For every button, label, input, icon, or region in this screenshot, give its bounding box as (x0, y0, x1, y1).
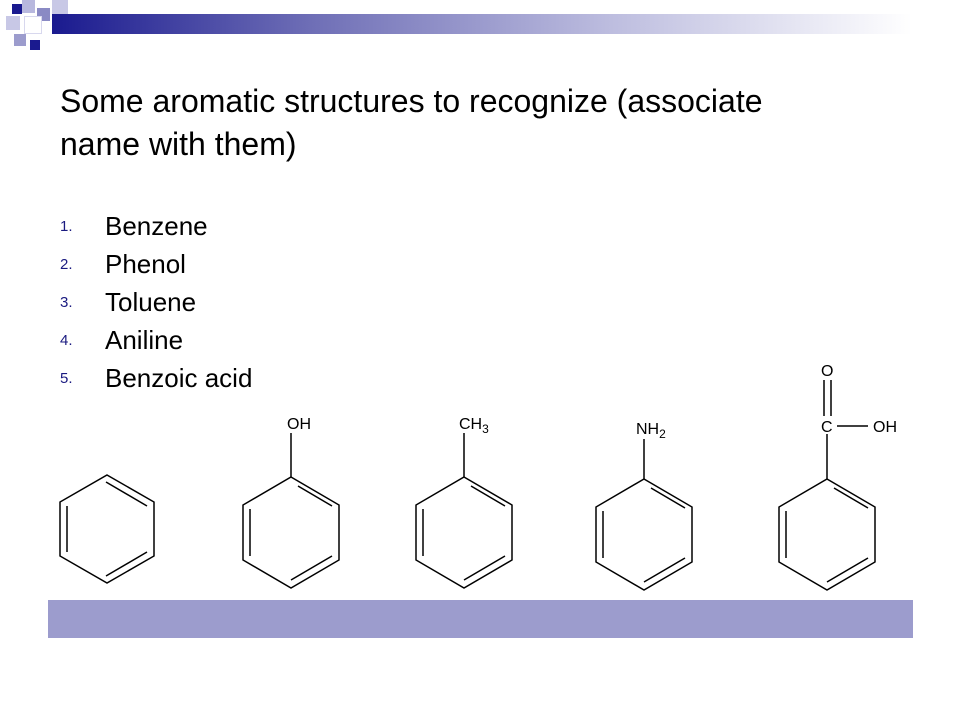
deco-square (24, 16, 42, 34)
list-item-number: 3. (60, 293, 73, 311)
header-gradient-bar (52, 14, 912, 34)
list-item: 3. Toluene (60, 283, 252, 321)
deco-square (30, 40, 40, 50)
double-bond-line (290, 555, 333, 581)
list-item: 1. Benzene (60, 207, 252, 245)
slide-title: Some aromatic structures to recognize (a… (60, 80, 920, 166)
aniline-group-base: NH (636, 421, 659, 438)
list-item-name: Benzoic acid (105, 362, 253, 393)
benzoic-acid-ring (778, 478, 876, 591)
title-line-2: name with them) (60, 126, 297, 162)
toluene-group-subscript: 3 (482, 422, 489, 436)
acid-oxygen-label: O (821, 363, 833, 380)
list-item-number: 5. (60, 369, 73, 387)
benzene-structure (59, 474, 155, 584)
phenol-group-label: OH (287, 416, 311, 433)
footer-bar (48, 600, 913, 638)
double-bond-line (650, 487, 686, 509)
toluene-group-base: CH (459, 416, 482, 433)
list-item: 5. Benzoic acid (60, 359, 252, 397)
phenol-structure (242, 433, 340, 589)
list-item-name: Benzene (105, 210, 208, 241)
list-item-number: 4. (60, 331, 73, 349)
double-bond-line (105, 551, 148, 577)
deco-square (14, 34, 26, 46)
phenol-ring (242, 476, 340, 589)
list-item-number: 2. (60, 255, 73, 273)
aniline-group-label: NH2 (636, 421, 666, 441)
double-bond-line (833, 487, 869, 509)
title-line-1: Some aromatic structures to recognize (a… (60, 83, 763, 119)
acid-carbon-label: C (821, 419, 833, 436)
decorative-squares (0, 0, 80, 56)
benzene-ring (59, 474, 155, 584)
toluene-ring (415, 476, 513, 589)
list-item-name: Aniline (105, 324, 184, 355)
toluene-group-label: CH3 (459, 416, 489, 436)
list-item-name: Toluene (105, 286, 197, 317)
benzoic-acid-structure (778, 380, 876, 591)
aniline-group-subscript: 2 (659, 427, 666, 441)
list-item-name: Phenol (105, 248, 186, 279)
deco-square (6, 16, 20, 30)
aniline-ring (595, 478, 693, 591)
compound-list: 1. Benzene 2. Phenol 3. Toluene 4. Anili… (60, 207, 252, 397)
acid-hydroxyl-label: OH (873, 419, 897, 436)
double-bond-line (643, 557, 686, 583)
list-item: 4. Aniline (60, 321, 252, 359)
list-item-number: 1. (60, 217, 73, 235)
deco-square (12, 4, 22, 14)
double-bond-line (470, 485, 506, 507)
double-bond-line (826, 557, 869, 583)
deco-square (22, 0, 35, 13)
deco-square (52, 0, 68, 16)
double-bond-line (463, 555, 506, 581)
double-bond-line (105, 481, 148, 507)
double-bond-line (297, 485, 333, 507)
toluene-structure (415, 433, 513, 589)
list-item: 2. Phenol (60, 245, 252, 283)
aniline-structure (595, 439, 693, 591)
